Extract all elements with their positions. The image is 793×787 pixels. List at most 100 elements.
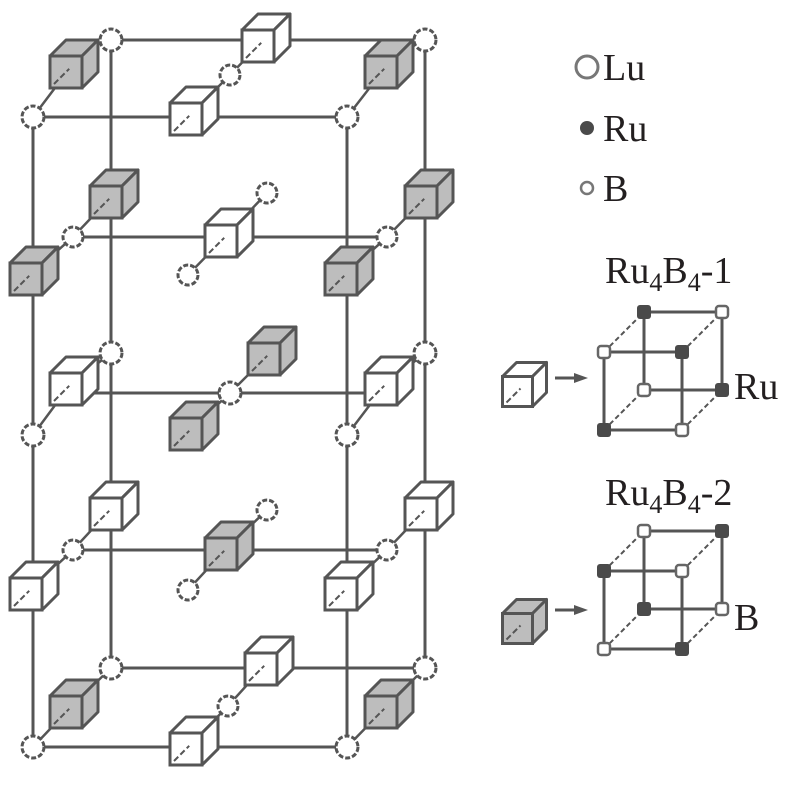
- cube-inner-bond: [208, 550, 225, 567]
- b-atom-front-bottom-left: [596, 641, 612, 657]
- ru4b4-2-cube: [323, 245, 375, 297]
- legend-item-ru: Ru: [580, 108, 647, 150]
- cluster-edge-diagonal: [681, 530, 723, 572]
- lu-atom: [98, 655, 124, 681]
- cube-inner-bond: [208, 237, 225, 254]
- cube-inner-bond: [505, 624, 522, 641]
- ru4b4-2-cube: [168, 400, 220, 452]
- ru-atom-front-top-right: [675, 345, 689, 359]
- lu-atom: [20, 104, 46, 130]
- cluster-edge-diagonal: [603, 389, 645, 431]
- ru4b4-1-cube: [48, 355, 100, 407]
- cube-front-face: [203, 536, 239, 572]
- cube-inner-bond: [368, 385, 385, 402]
- b-atom: [375, 538, 399, 562]
- legend-item-lu: Lu: [574, 47, 645, 89]
- legend-label: Lu: [603, 47, 645, 89]
- b-atom: [61, 225, 85, 249]
- cube-inner-bond: [93, 510, 110, 527]
- cube-front-face: [363, 54, 399, 90]
- ru-atom-back-top-right: [715, 524, 729, 538]
- ru4b4-1-cube: [240, 12, 292, 64]
- arrow-icon: [574, 373, 588, 383]
- b-atom: [375, 225, 399, 249]
- b-atom: [176, 263, 200, 287]
- arrow-icon: [574, 605, 588, 615]
- cube-front-face: [363, 371, 399, 407]
- lu-atom: [20, 734, 46, 760]
- ru4b4-2-cube: [48, 678, 100, 730]
- b-atom-back-bottom-right: [714, 601, 730, 617]
- b-atom-front-bottom-right: [674, 422, 690, 438]
- legend-label: B: [603, 168, 628, 210]
- cluster-title: Ru4B4-2: [605, 472, 732, 519]
- ru4b4-2-cube: [88, 168, 140, 220]
- b-atom: [255, 181, 279, 205]
- ru-atom-front-top-left: [597, 564, 611, 578]
- ru4b4-2-cube: [48, 38, 100, 90]
- ru4b4-1-cube: [323, 560, 375, 612]
- ru-atom-back-bottom-right: [715, 383, 729, 397]
- lu-atom: [217, 380, 243, 406]
- b-atom: [255, 498, 279, 522]
- white-cube-icon: [501, 361, 548, 408]
- cluster-side-label: B: [734, 597, 759, 639]
- ru-atom-back-top-left: [637, 305, 651, 319]
- ru4b4-1-cube: [8, 560, 60, 612]
- ru4b4-2-cube: [203, 520, 255, 572]
- cluster-edge-diagonal: [603, 530, 645, 572]
- legend-label: Ru: [603, 108, 647, 150]
- cube-inner-bond: [53, 708, 70, 725]
- b-atom: [216, 694, 240, 718]
- ru4b4-1-cube: [168, 715, 220, 767]
- cube-inner-bond: [368, 708, 385, 725]
- cube-inner-bond: [368, 68, 385, 85]
- ru-atom-front-bottom-right: [675, 642, 689, 656]
- ru-atom-front-bottom-left: [597, 423, 611, 437]
- ru4b4-2-cube: [8, 245, 60, 297]
- cluster-title: Ru4B4-1: [605, 250, 732, 297]
- lu-atom: [412, 655, 438, 681]
- cube-inner-bond: [93, 198, 110, 215]
- ru4b4-1-cube: [403, 480, 455, 532]
- ru-legend-icon: [580, 121, 594, 135]
- legend-item-b: B: [579, 168, 628, 210]
- ru4b4-2-cube: [363, 38, 415, 90]
- cluster-side-label: Ru: [734, 366, 778, 408]
- ru4b4-1-cube: [243, 635, 295, 687]
- cube-inner-bond: [248, 665, 265, 682]
- ru4b4-1-cube: [363, 355, 415, 407]
- cube-inner-bond: [53, 385, 70, 402]
- cube-front-face: [246, 341, 282, 377]
- ru4b4-1-cube: [203, 207, 255, 259]
- ru4b4-2-cube: [403, 168, 455, 220]
- gray-cube-icon: [501, 598, 548, 645]
- cube-inner-bond: [408, 198, 425, 215]
- b-atom: [218, 63, 242, 87]
- cube-inner-bond: [13, 590, 30, 607]
- cube-inner-bond: [173, 430, 190, 447]
- cluster-edge-diagonal: [603, 311, 645, 353]
- ru4b4-1-cube: [88, 480, 140, 532]
- cube-inner-bond: [245, 42, 262, 59]
- ru4b4-2-cube: [246, 325, 298, 377]
- lu-legend-icon: [574, 54, 600, 80]
- lu-atom: [334, 104, 360, 130]
- cluster-1: Ru4B4-1Ru: [501, 250, 778, 438]
- cube-inner-bond: [173, 115, 190, 132]
- cluster-2: Ru4B4-2B: [501, 472, 759, 657]
- b-atom-back-top-left: [636, 523, 652, 539]
- lu-atom: [20, 422, 46, 448]
- lu-atom: [412, 340, 438, 366]
- b-atom-front-top-right: [674, 563, 690, 579]
- b-atom-back-top-right: [714, 304, 730, 320]
- unit-cell-lattice: [8, 12, 455, 767]
- cube-inner-bond: [328, 590, 345, 607]
- cluster-edge-diagonal: [681, 608, 723, 650]
- lu-atom: [334, 422, 360, 448]
- ru-atom-back-bottom-left: [637, 602, 651, 616]
- cube-front-face: [8, 576, 44, 612]
- cube-inner-bond: [328, 275, 345, 292]
